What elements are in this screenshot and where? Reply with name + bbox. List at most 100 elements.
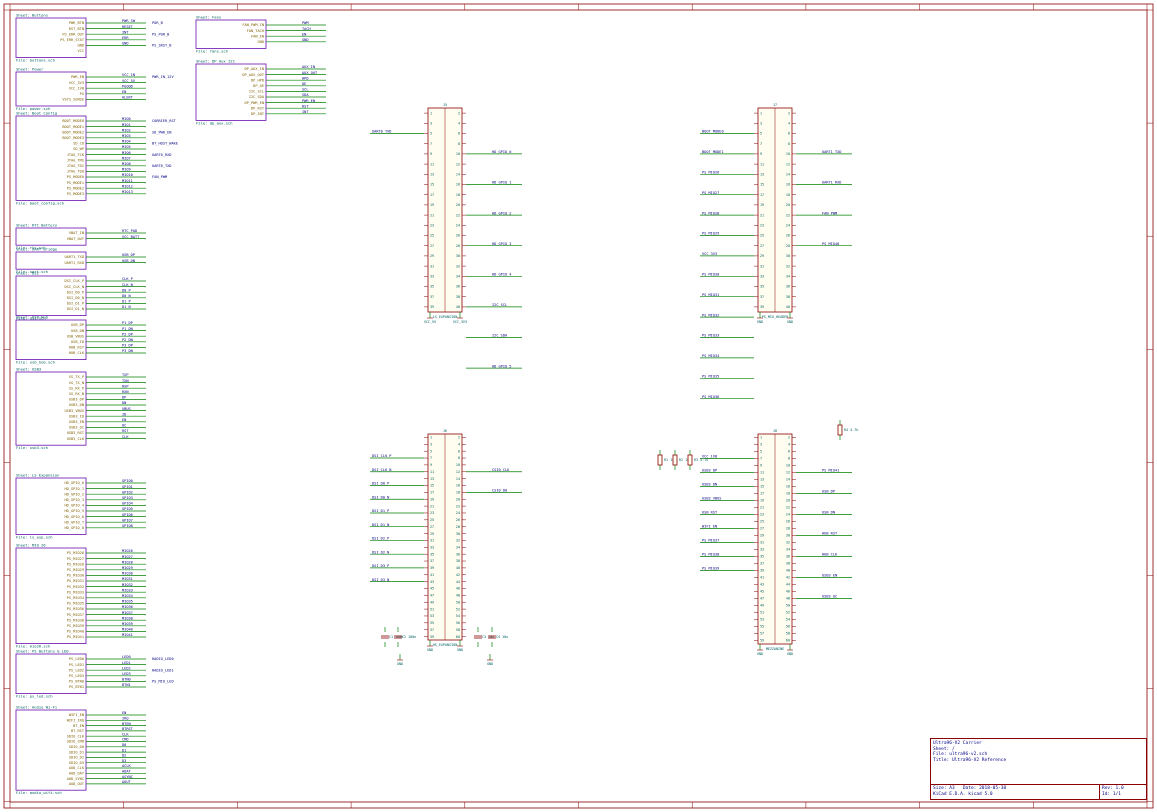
- pin-number: 26: [786, 520, 790, 524]
- net-label: HD_GPIO_1: [492, 181, 511, 185]
- hier-pin-label: USB_ID: [71, 340, 84, 344]
- hier-pin-label: PS_LED3: [69, 674, 84, 678]
- net-label: D1_N: [122, 305, 131, 309]
- pin-number: 16: [456, 484, 460, 488]
- pin-number: 23: [760, 513, 764, 517]
- title-block-file: File: ultra96-v2.sch: [933, 752, 988, 757]
- net-label: GPIO2: [122, 490, 133, 494]
- hier-pin-label: PG: [80, 92, 84, 96]
- pin-number: 9: [760, 152, 762, 156]
- hier-pin-label: HD_GPIO_3: [65, 498, 84, 502]
- net-label: BTN1: [122, 683, 131, 687]
- pin-number: 46: [456, 587, 460, 591]
- pin-number: 46: [786, 590, 790, 594]
- hier-pin-label: JTAG_TDO: [67, 170, 84, 174]
- net-label: EN: [122, 711, 126, 715]
- resistor-body: [657, 454, 663, 466]
- pin-number: 24: [456, 224, 460, 228]
- hier-sheet-name: Sheet: MIO 26: [16, 543, 46, 548]
- pin-number: 58: [786, 632, 790, 636]
- hier-sheet-file: File: ps_led.sch: [16, 694, 53, 699]
- pin-number: 23: [760, 224, 764, 228]
- hier-sheet-box: [195, 63, 267, 121]
- pin-number: 52: [786, 611, 790, 615]
- hier-pin-label: PS_MIO35: [67, 602, 84, 606]
- hier-sheet-file: File: dsi.sch: [16, 316, 46, 321]
- net-label: USB3_DP: [702, 469, 717, 473]
- hier-pin-label: VCC_1V8: [69, 86, 84, 90]
- hier-pin-label: DP_RST: [251, 106, 265, 110]
- pin-number: 10: [786, 464, 790, 468]
- hier-pin-label: DP_HPD: [251, 78, 264, 82]
- pin-number: 32: [456, 539, 460, 543]
- hier-pin-label: DSI_CLK_P: [65, 279, 84, 283]
- net-label: MIO10: [122, 173, 133, 177]
- net-label: RADIO_LED1: [152, 668, 174, 672]
- hier-pin-label: FAN_TACH: [247, 29, 264, 33]
- net-label: PS_MIO29: [702, 232, 719, 236]
- pin-number: 34: [456, 546, 460, 550]
- pin-number: 10: [456, 463, 460, 467]
- hier-sheet-name: Sheet: USB Hub: [16, 315, 49, 320]
- net-label: MIO13: [122, 190, 133, 194]
- pin-number: 39: [430, 305, 434, 309]
- hier-pin-label: HD_GPIO_2: [65, 492, 84, 496]
- net-label: TACH: [302, 27, 311, 31]
- pin-number: 33: [760, 275, 764, 279]
- pin-number: 42: [456, 573, 460, 577]
- pin-number: 28: [786, 244, 790, 248]
- hier-pin-label: VCC: [78, 49, 85, 53]
- pin-number: 12: [456, 162, 460, 166]
- pin-number: 38: [456, 559, 460, 563]
- net-label: MIO28: [122, 560, 133, 564]
- net-label: PS_MIO39: [702, 567, 719, 571]
- hier-pin-label: AUD_CLK: [69, 766, 85, 770]
- net-label: GPIO3: [122, 496, 133, 500]
- net-label: SDA: [302, 93, 309, 97]
- pin-number: 43: [760, 583, 764, 587]
- pin-number: 3: [430, 122, 432, 126]
- net-label: OE: [302, 82, 306, 86]
- net-label: AOUT: [122, 780, 131, 784]
- hier-sheet-name: Sheet: Buttons: [16, 13, 48, 18]
- hier-pin-label: BT_EN: [73, 724, 84, 728]
- net-label: DSI_D1_P: [372, 509, 389, 513]
- hier-sheet-name: Sheet: RTC Battery: [16, 223, 58, 228]
- net-label: UART1_RXD: [822, 181, 841, 185]
- net-label: INT: [122, 30, 129, 34]
- title-block: Ultra96-V2 Carrier Sheet: / File: ultra9…: [930, 738, 1147, 800]
- hier-sheet-box: [15, 275, 87, 316]
- net-label: GND: [122, 42, 129, 46]
- net-label: HPD: [302, 76, 309, 80]
- hier-pin-label: AUD_DAT: [69, 772, 85, 776]
- net-label: PS_MIO31: [702, 293, 719, 297]
- pin-number: 60: [456, 635, 460, 639]
- net-label: USB_DN: [122, 259, 135, 263]
- net-label: USB_RST: [702, 511, 718, 515]
- pin-number: 25: [430, 234, 434, 238]
- connector-ref: J5: [443, 103, 447, 107]
- net-label: DSI_D2_N: [372, 550, 389, 554]
- pin-number: 18: [786, 492, 790, 496]
- pin-number: 11: [430, 162, 434, 166]
- pin-number: 11: [760, 162, 764, 166]
- net-label: MIO1: [122, 123, 131, 127]
- pin-number: 23: [430, 224, 434, 228]
- pin-number: 34: [786, 548, 790, 552]
- pin-number: 9: [430, 152, 432, 156]
- pin-number: 55: [430, 621, 434, 625]
- pin-number: 38: [786, 295, 790, 299]
- net-label: I2C_SCL: [492, 303, 507, 307]
- hier-pin-label: DSI_CLK_N: [65, 285, 84, 289]
- hier-sheet-name: Sheet: Audio Wi-Fi: [16, 705, 58, 710]
- pin-number: 56: [456, 621, 460, 625]
- hier-pin-label: SD_CD: [73, 142, 84, 146]
- hier-pin-label: PS_MIO28: [67, 562, 84, 566]
- hier-sheet-file: File: usb_hub.sch: [16, 360, 55, 365]
- net-label: RESET: [122, 25, 134, 29]
- net-label: DSI_D3_P: [372, 564, 389, 568]
- net-label: VCC_3V3: [702, 252, 717, 256]
- net-label: VCC_5V: [122, 79, 136, 83]
- pin-number: 26: [456, 518, 460, 522]
- net-label: FAN_PWM: [152, 175, 168, 179]
